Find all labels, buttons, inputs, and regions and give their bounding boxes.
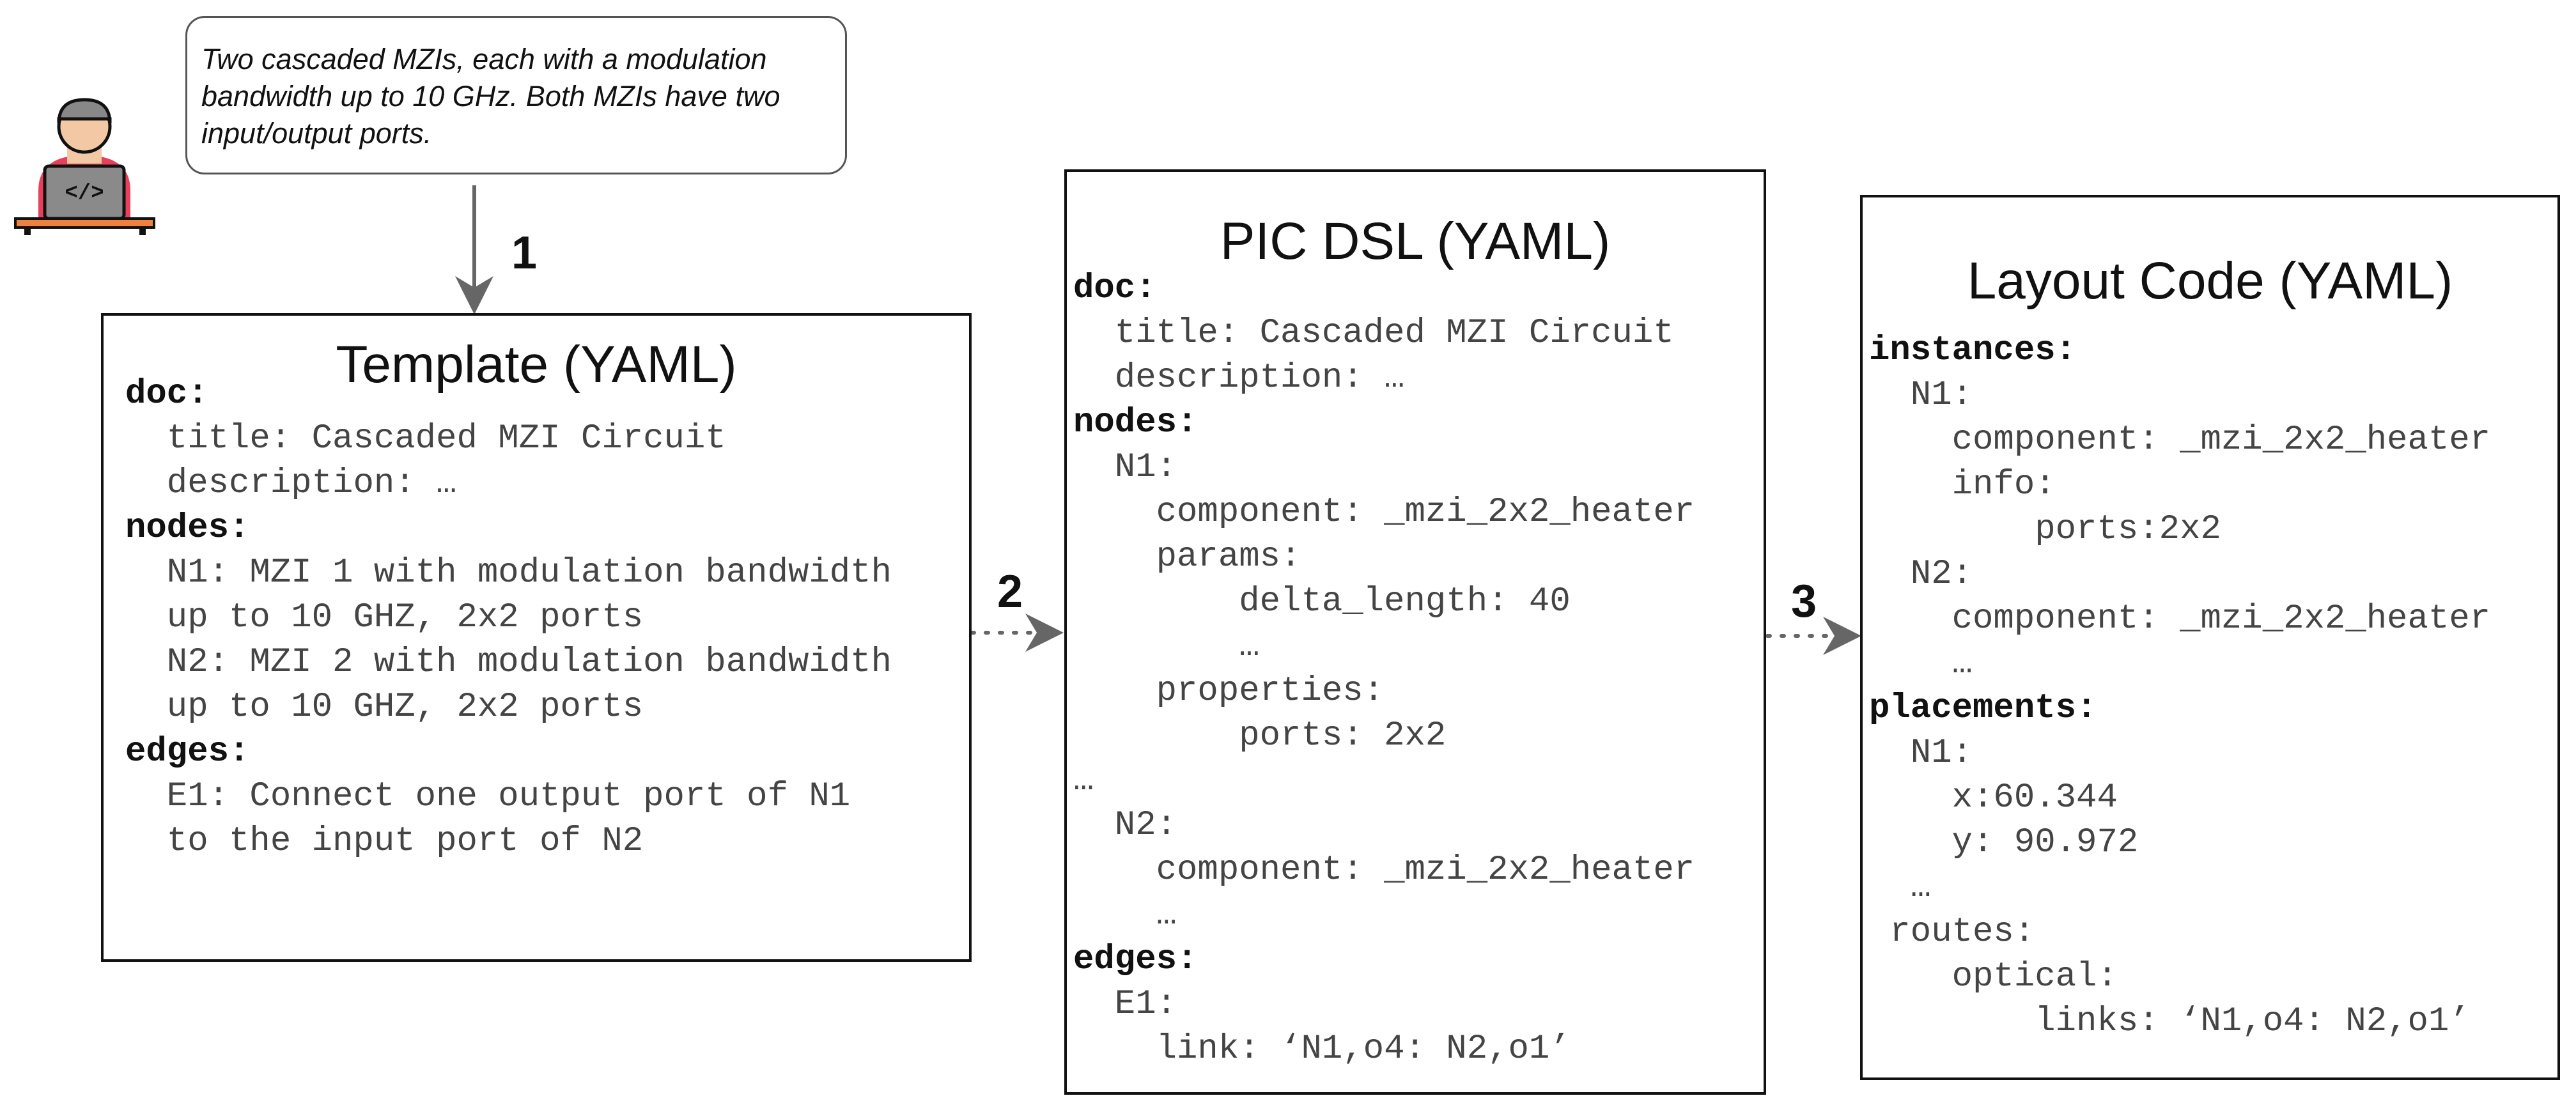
step-label-3: 3 (1791, 576, 1817, 627)
template-box-title: Template (YAML) (336, 336, 737, 394)
code-line: title: Cascaded MZI Circuit (1073, 314, 1674, 353)
code-line: N1: MZI 1 with modulation bandwidth (125, 553, 892, 592)
code-line: description: … (125, 464, 457, 503)
prompt-line: Two cascaded MZIs, each with a modulatio… (201, 43, 767, 75)
code-line: placements: (1869, 689, 2097, 728)
code-line: properties: (1073, 672, 1385, 711)
code-line: link: ‘N1,o4: N2,o1’ (1073, 1030, 1571, 1069)
template-yaml-box: Template (YAML) doc: title: Cascaded MZI… (101, 313, 972, 962)
code-line: up to 10 GHZ, 2x2 ports (125, 688, 644, 727)
code-line: x:60.344 (1869, 778, 2118, 817)
step-label-1: 1 (511, 228, 538, 279)
svg-text:</>: </> (65, 181, 104, 206)
code-line: … (1073, 627, 1260, 666)
layout-code-yaml-box: Layout Code (YAML) instances: N1: compon… (1860, 195, 2560, 1080)
code-line: info: (1869, 465, 2056, 504)
code-line: component: _mzi_2x2_heater (1869, 421, 2491, 459)
code-line: N1: (1869, 376, 1973, 415)
code-line: doc: (125, 375, 208, 413)
code-line: doc: (1073, 269, 1156, 308)
code-line: … (1869, 868, 1932, 907)
code-line: delta_length: 40 (1073, 582, 1571, 621)
code-line: component: _mzi_2x2_heater (1073, 851, 1695, 890)
code-line: params: (1073, 537, 1301, 576)
code-line: nodes: (125, 509, 250, 548)
code-line: up to 10 GHZ, 2x2 ports (125, 598, 644, 637)
code-line: nodes: (1073, 403, 1198, 442)
dsl-code: doc: title: Cascaded MZI Circuit descrip… (1073, 266, 1695, 1072)
code-line: N1: (1869, 734, 1973, 773)
code-line: ports: 2x2 (1073, 716, 1447, 755)
code-line: title: Cascaded MZI Circuit (125, 419, 726, 458)
layout-box-title: Layout Code (YAML) (1967, 252, 2453, 310)
code-line: component: _mzi_2x2_heater (1073, 493, 1695, 532)
user-prompt-bubble: Two cascaded MZIs, each with a modulatio… (185, 16, 847, 174)
code-line: E1: (1073, 985, 1177, 1024)
code-line: to the input port of N2 (125, 822, 644, 861)
pic-dsl-yaml-box: PIC DSL (YAML) doc: title: Cascaded MZI … (1064, 169, 1766, 1095)
code-line: … (1073, 895, 1177, 934)
code-line: N1: (1073, 448, 1177, 487)
code-line: ports:2x2 (1869, 510, 2221, 549)
code-line: links: ‘N1,o4: N2,o1’ (1869, 1002, 2470, 1041)
code-line: optical: (1869, 957, 2118, 996)
code-line: routes: (1869, 913, 2035, 952)
code-line: edges: (1073, 940, 1198, 979)
prompt-line: bandwidth up to 10 GHz. Both MZIs have t… (201, 80, 780, 112)
user-developer-icon: </> (14, 98, 155, 235)
prompt-line: input/output ports. (201, 117, 432, 150)
layout-code: instances: N1: component: _mzi_2x2_heate… (1869, 328, 2490, 1044)
code-line: … (1073, 761, 1094, 800)
code-line: edges: (125, 732, 250, 771)
code-line: instances: (1869, 331, 2077, 370)
code-line: … (1869, 644, 1973, 683)
code-line: N2: MZI 2 with modulation bandwidth (125, 643, 892, 682)
code-line: y: 90.972 (1869, 823, 2139, 862)
template-code: doc: title: Cascaded MZI Circuit descrip… (125, 372, 892, 864)
code-line: N2: (1869, 555, 1973, 594)
code-line: description: … (1073, 359, 1405, 398)
code-line: component: _mzi_2x2_heater (1869, 599, 2491, 638)
code-line: N2: (1073, 806, 1177, 845)
step-label-2: 2 (997, 566, 1023, 617)
dsl-box-title: PIC DSL (YAML) (1220, 212, 1611, 270)
code-line: E1: Connect one output port of N1 (125, 777, 851, 816)
